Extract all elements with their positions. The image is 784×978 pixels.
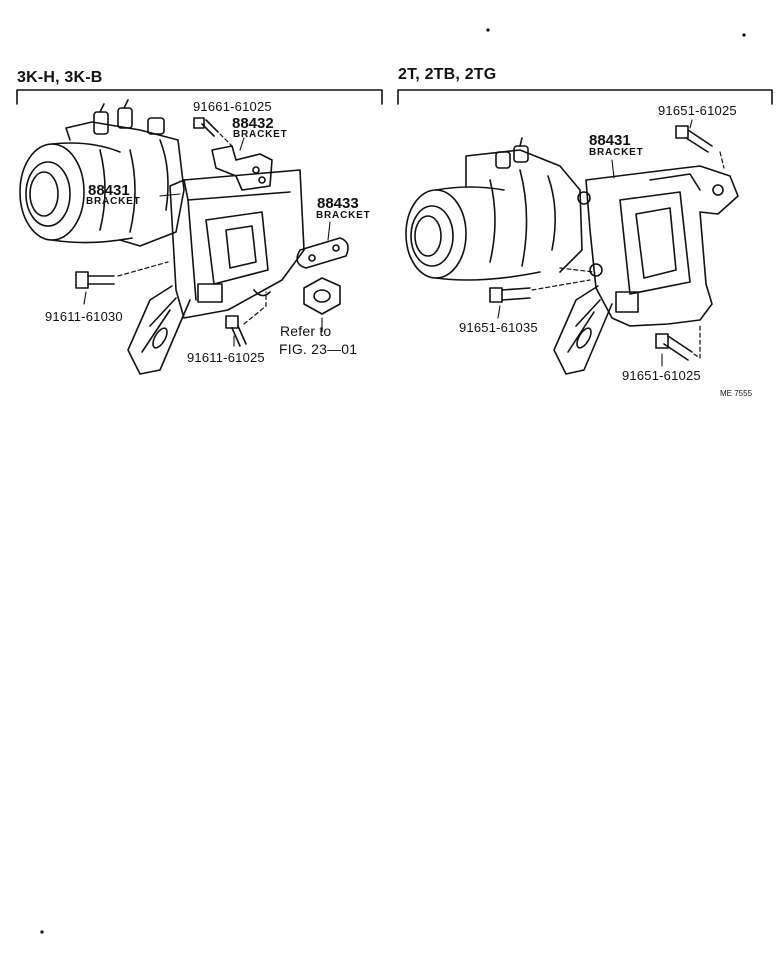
right-side-bolt-number: 91651-61035 bbox=[459, 320, 538, 335]
right-section-heading: 2T, 2TB, 2TG bbox=[398, 66, 497, 83]
left-bracket-88431-number: 88431 bbox=[88, 182, 130, 199]
right-bracket-88431-number: 88431 bbox=[589, 132, 631, 149]
left-section-bracket bbox=[16, 89, 383, 105]
left-bracket-88432-number: 88432 bbox=[232, 115, 274, 132]
left-section-heading: 3K-H, 3K-B bbox=[17, 69, 103, 86]
left-dashed-leaders bbox=[117, 133, 267, 325]
left-bracket-88433-number: 88433 bbox=[317, 195, 359, 212]
left-bracket-88433-drawing bbox=[296, 237, 349, 269]
right-bracket-88431-drawing bbox=[553, 165, 739, 375]
right-section-bracket bbox=[397, 89, 773, 105]
left-gasket-drawing bbox=[303, 277, 341, 315]
right-bracket-88431-name: BRACKET bbox=[589, 147, 644, 158]
right-compressor-drawing bbox=[405, 137, 583, 281]
right-dashed-leaders bbox=[531, 151, 725, 359]
left-top-bolt-number: 91661-61025 bbox=[193, 99, 272, 114]
left-bracket-88433-name: BRACKET bbox=[316, 210, 371, 221]
left-bracket-88432-name: BRACKET bbox=[233, 129, 288, 140]
left-bracket-88432-drawing bbox=[211, 145, 273, 191]
right-label-leaders bbox=[497, 119, 693, 367]
left-label-leaders bbox=[83, 137, 331, 347]
left-bottom-bolt-number: 91611-61025 bbox=[187, 350, 265, 365]
right-bolts-drawing bbox=[489, 125, 713, 361]
refer-to-text: Refer to bbox=[280, 323, 332, 339]
refer-figure-text: FIG. 23—01 bbox=[279, 341, 358, 357]
left-side-bolt-number: 91611-61030 bbox=[45, 309, 123, 324]
left-bolts-drawing bbox=[75, 117, 247, 347]
left-compressor-drawing bbox=[19, 99, 185, 247]
left-bracket-88431-drawing bbox=[127, 169, 305, 375]
right-top-bolt-number: 91651-61025 bbox=[658, 103, 737, 118]
figure-code: ME 7555 bbox=[720, 389, 753, 398]
left-bracket-88431-name: BRACKET bbox=[86, 196, 141, 207]
right-bottom-bolt-number: 91651-61025 bbox=[622, 368, 701, 383]
